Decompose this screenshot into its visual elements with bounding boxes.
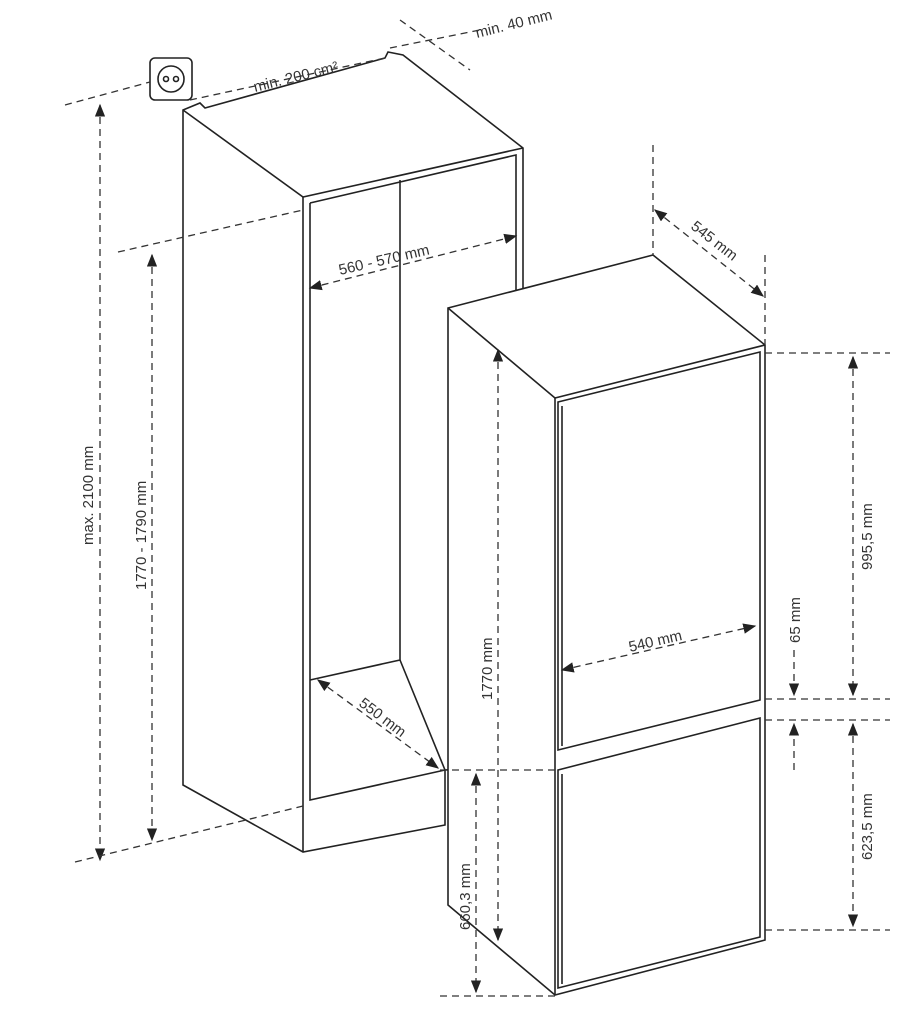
fridge-appliance: [447, 254, 766, 996]
label-door-gap: 65 mm: [787, 597, 804, 643]
upper-door: [557, 350, 761, 752]
label-max-height: max. 2100 mm: [80, 446, 97, 545]
label-ventilation-gap: min. 40 mm: [474, 6, 554, 41]
label-lower-section-height: 660,3 mm: [457, 863, 474, 930]
label-upper-door-height: 995,5 mm: [859, 503, 876, 570]
label-appliance-height: 1770 mm: [479, 637, 496, 700]
power-socket-icon: [149, 57, 193, 101]
label-lower-door-height: 623,5 mm: [859, 793, 876, 860]
lower-door: [557, 716, 761, 990]
dimension-lines: [64, 19, 890, 997]
label-niche-height: 1770 - 1790 mm: [133, 481, 150, 590]
